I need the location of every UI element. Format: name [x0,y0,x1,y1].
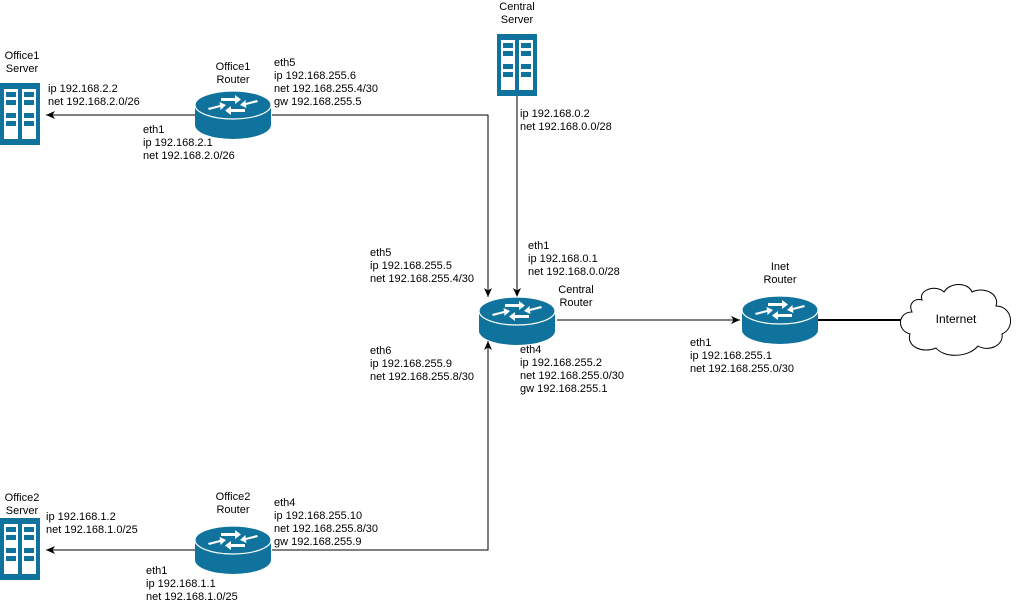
central-router-eth6: eth6 ip 192.168.255.9 net 192.168.255.8/… [370,345,474,383]
central-server-icon [497,34,537,96]
cloud-icon [900,284,1011,356]
office1-router-name: Office1 Router [215,61,251,86]
central-server-address: ip 192.168.0.2 net 192.168.0.0/28 [520,108,612,133]
office2-server-name: Office2 Server [4,492,40,517]
inet-router-eth1: eth1 ip 192.168.255.1 net 192.168.255.0/… [690,337,794,375]
office2-server-address: ip 192.168.1.2 net 192.168.1.0/25 [46,511,138,536]
inet-router-name: Inet Router [763,261,797,286]
office2-router-eth4: eth4 ip 192.168.255.10 net 192.168.255.8… [274,497,378,548]
central-router-eth4: eth4 ip 192.168.255.2 net 192.168.255.0/… [520,344,624,395]
central-router-name: Central Router [558,284,594,309]
internet-label: Internet [935,312,977,326]
link-office2router-centralrouter [272,341,492,551]
office1-server-name: Office1 Server [4,50,40,75]
central-server-name: Central Server [499,1,535,26]
central-router-eth1: eth1 ip 192.168.0.1 net 192.168.0.0/28 [528,240,620,278]
office1-router-eth1: eth1 ip 192.168.2.1 net 192.168.2.0/26 [143,124,235,162]
office2-router-eth1: eth1 ip 192.168.1.1 net 192.168.1.0/25 [146,565,238,603]
link-office1router-centralrouter [272,114,492,297]
office2-server-icon [0,518,40,580]
office1-server-icon [0,83,40,145]
central-router-eth5: eth5 ip 192.168.255.5 net 192.168.255.4/… [370,247,474,285]
central-router-icon [478,296,556,346]
office1-server-address: ip 192.168.2.2 net 192.168.2.0/26 [48,83,140,108]
office1-router-eth5: eth5 ip 192.168.255.6 net 192.168.255.4/… [274,57,378,108]
office2-router-name: Office2 Router [215,491,251,516]
